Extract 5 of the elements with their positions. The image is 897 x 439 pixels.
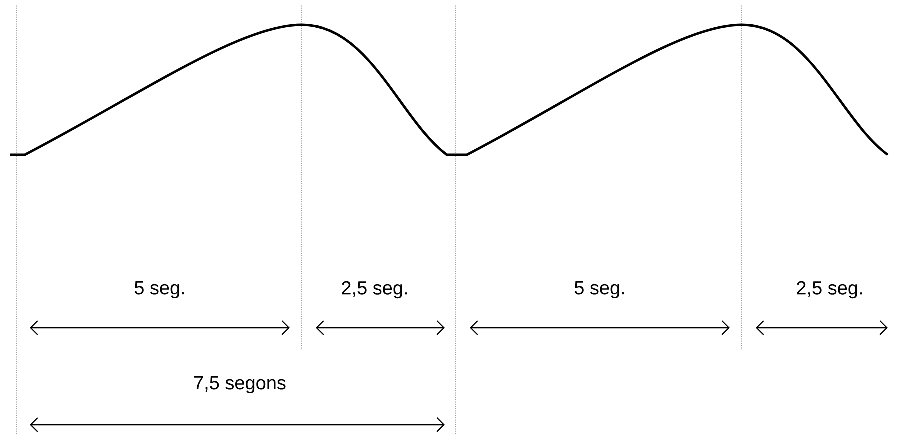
dimension-label: 2,5 seg. (342, 281, 408, 299)
dimension-label: 7,5 segons (194, 376, 286, 394)
dimension-label: 2,5 seg. (797, 281, 862, 299)
dimension-label: 5 seg. (134, 282, 184, 298)
dimension-label: 5 seg. (574, 282, 624, 298)
